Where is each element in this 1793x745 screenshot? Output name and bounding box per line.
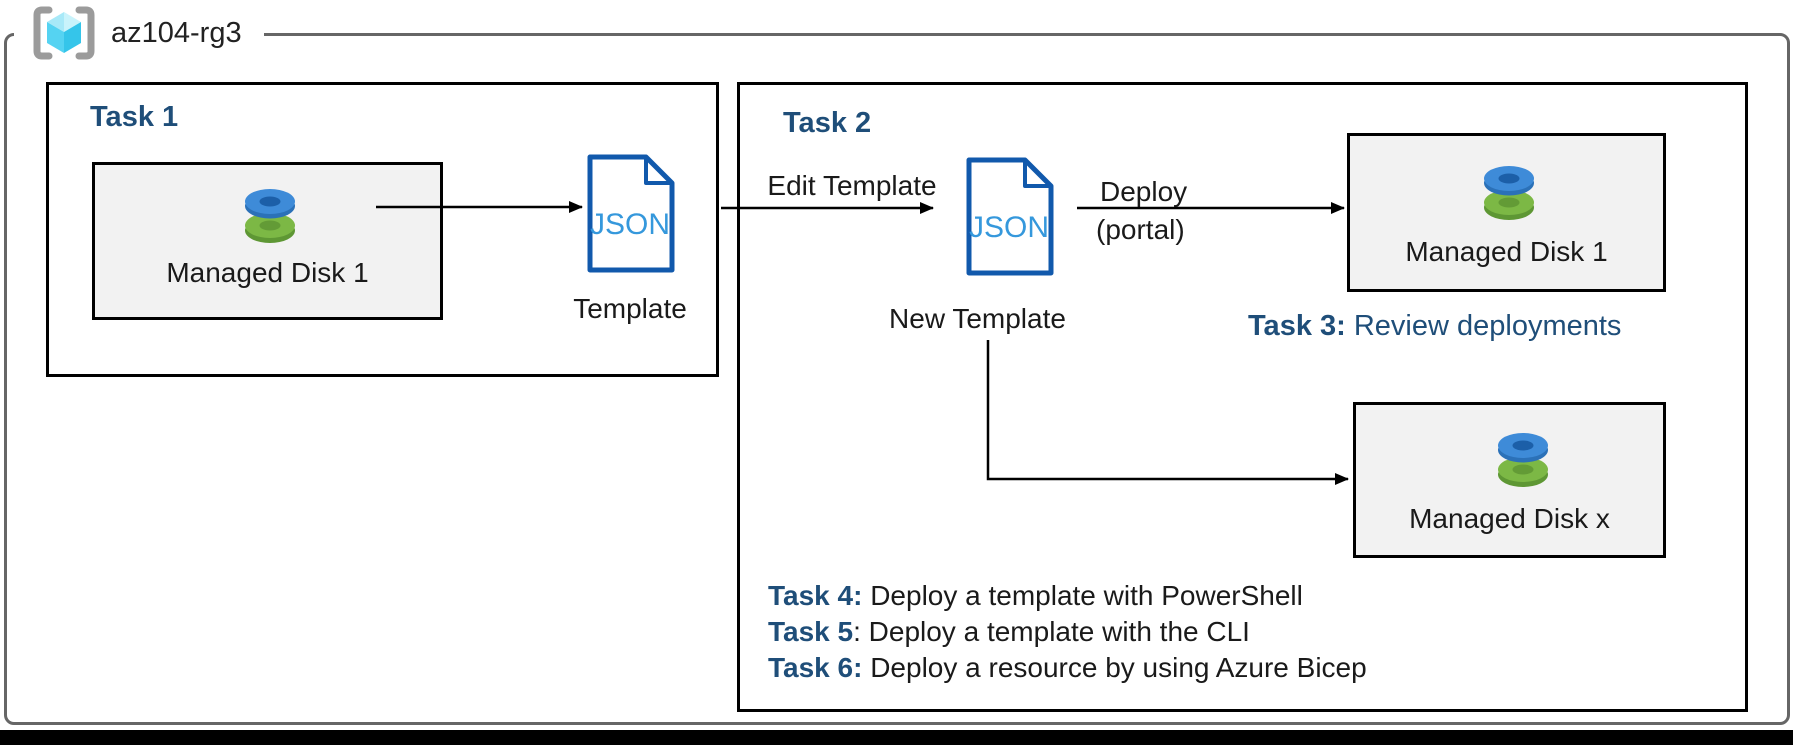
task5-line: Task 5: Deploy a template with the CLI bbox=[768, 614, 1367, 650]
json-file-icon: JSON bbox=[587, 154, 675, 273]
edit-template-arrow-label: Edit Template bbox=[767, 170, 937, 201]
task2-title: Task 2 bbox=[783, 107, 872, 139]
task3-label: Task 3: bbox=[1248, 310, 1346, 342]
json-file-icon-new: JSON bbox=[966, 157, 1054, 276]
task6-line: Task 6: Deploy a resource by using Azure… bbox=[768, 650, 1367, 686]
managed-disk-icon bbox=[245, 189, 295, 243]
json-file-text: JSON bbox=[590, 208, 670, 241]
managed-disk-1-deployed-label: Managed Disk 1 bbox=[1405, 236, 1608, 267]
task4-text: Deploy a template with PowerShell bbox=[862, 580, 1303, 611]
managed-disk-1-deployed-box: Managed Disk 1 bbox=[1347, 133, 1666, 292]
resource-group-name: az104-rg3 bbox=[111, 17, 242, 49]
task1-title: Task 1 bbox=[90, 101, 179, 133]
bottom-black-bar bbox=[0, 730, 1793, 745]
managed-disk-1-label: Managed Disk 1 bbox=[166, 257, 369, 288]
deploy-arrow-label: Deploy bbox=[1100, 176, 1188, 207]
managed-disk-x-label: Managed Disk x bbox=[1409, 503, 1610, 534]
managed-disk-x-box: Managed Disk x bbox=[1353, 402, 1666, 558]
task4-line: Task 4: Deploy a template with PowerShel… bbox=[768, 578, 1367, 614]
template-caption: Template bbox=[573, 293, 687, 324]
managed-disk-icon bbox=[1498, 433, 1548, 487]
resource-group-frame bbox=[4, 33, 1790, 725]
json-file-text: JSON bbox=[969, 211, 1049, 244]
managed-disk-icon bbox=[1484, 166, 1534, 220]
task-list: Task 4: Deploy a template with PowerShel… bbox=[768, 578, 1367, 686]
task5-label: Task 5 bbox=[768, 616, 854, 647]
task5-text: : Deploy a template with the CLI bbox=[853, 616, 1250, 647]
resource-group-icon bbox=[33, 6, 95, 60]
managed-disk-1-box: Managed Disk 1 bbox=[92, 162, 443, 320]
task3-text: Review deployments bbox=[1345, 310, 1622, 342]
frame-legend-gap bbox=[14, 29, 264, 40]
task6-text: Deploy a resource by using Azure Bicep bbox=[862, 652, 1367, 683]
task4-label: Task 4: bbox=[768, 580, 863, 611]
task6-label: Task 6: bbox=[768, 652, 863, 683]
new-template-caption: New Template bbox=[889, 303, 1066, 334]
task3-line: Task 3: Review deployments bbox=[1248, 309, 1621, 343]
deploy-arrow-sublabel: (portal) bbox=[1096, 214, 1185, 245]
